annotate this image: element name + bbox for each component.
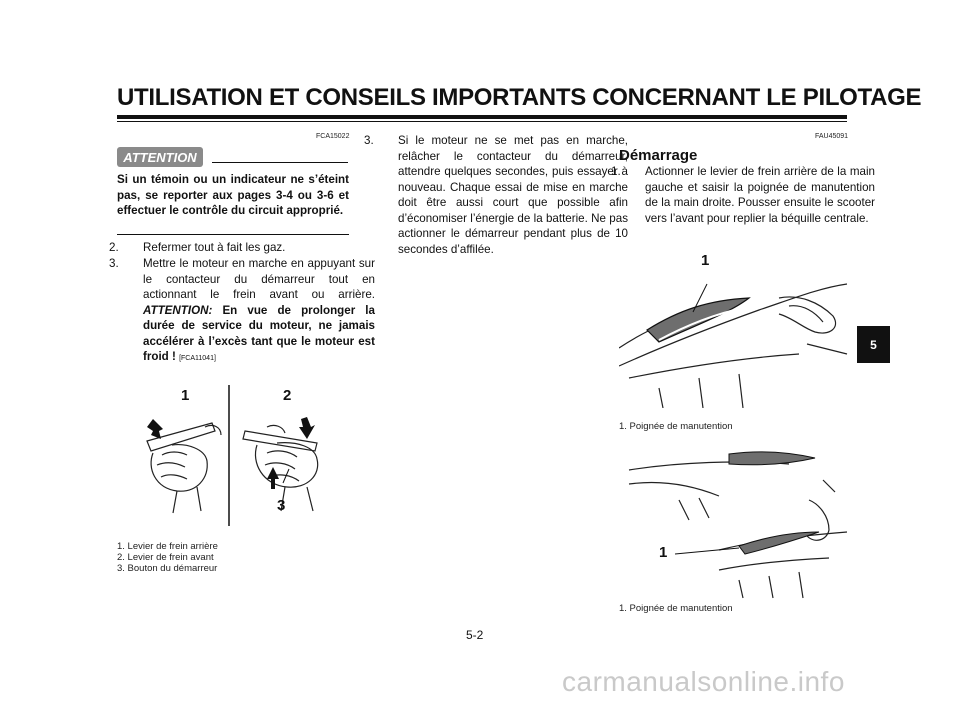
watermark: carmanualsonline.info: [562, 666, 845, 697]
page-number: 5-2: [466, 628, 484, 642]
step-1: 1. Actionner le levier de frein arrière d…: [611, 164, 875, 226]
step-3-retry: 3. Si le moteur ne se met pas en marche, …: [364, 133, 628, 257]
caption-2: 2. Levier de frein avant: [117, 552, 214, 563]
grab-bar-figure-2: 1: [619, 440, 849, 600]
header-rule: [117, 115, 847, 119]
inline-attention-text: En vue de prolonger la durée de servi­ce…: [143, 303, 375, 364]
grab-bar-illustration-1: [619, 283, 848, 408]
page-header-title: UTILISATION ET CONSEILS IMPORTANTS CONCE…: [117, 84, 922, 111]
grab-bar-figure-1: 1: [619, 252, 849, 408]
attention-bottom-rule: [117, 234, 349, 235]
attention-badge: ATTENTION: [117, 147, 203, 167]
section-title: Démarrage: [619, 147, 698, 164]
figure-label-1: 1: [701, 252, 710, 269]
step-number: 3.: [364, 134, 374, 147]
brake-levers-illustration: [146, 385, 319, 526]
brake-levers-figure: 1 2 3: [117, 383, 349, 528]
inline-attention-label: ATTENTION:: [143, 303, 213, 317]
caption-grab-bar-2: 1. Poignée de manutention: [619, 603, 733, 614]
figure-label-2: 2: [283, 387, 292, 404]
ref-code: FCA15022: [316, 133, 350, 140]
step-text: Refermer tout à fait les gaz.: [143, 241, 286, 254]
chapter-tab[interactable]: 5: [857, 326, 890, 363]
caption-3: 3. Bouton du démarreur: [117, 563, 218, 574]
step-text: Mettre le moteur en marche en appuyant s…: [143, 257, 375, 301]
figure-label-3: 3: [277, 497, 286, 514]
caption-grab-bar-1: 1. Poignée de manutention: [619, 421, 733, 432]
ref-code: FAU45091: [815, 133, 849, 140]
grab-bar-illustration-2: [628, 451, 848, 599]
caption-1: 1. Levier de frein arrière: [117, 541, 218, 552]
attention-text: Si un témoin ou un indicateur ne s’étein…: [117, 173, 349, 217]
figure-label-1: 1: [659, 544, 668, 561]
header-rule-thin: [117, 121, 847, 122]
step-number: 2.: [109, 241, 119, 254]
inline-ref-code: [FCA11041]: [179, 355, 216, 362]
step-text: Si le moteur ne se met pas en marche, re…: [398, 134, 628, 256]
step-number: 1.: [611, 165, 621, 178]
step-3: 3. Mettre le moteur en marche en appuyant…: [109, 256, 375, 367]
figure-label-1: 1: [181, 387, 190, 404]
step-2: 2. Refermer tout à fait les gaz.: [109, 240, 375, 256]
attention-rule: [212, 162, 348, 163]
step-text: Actionner le levier de frein arrière de …: [645, 165, 875, 225]
step-number: 3.: [109, 257, 119, 270]
